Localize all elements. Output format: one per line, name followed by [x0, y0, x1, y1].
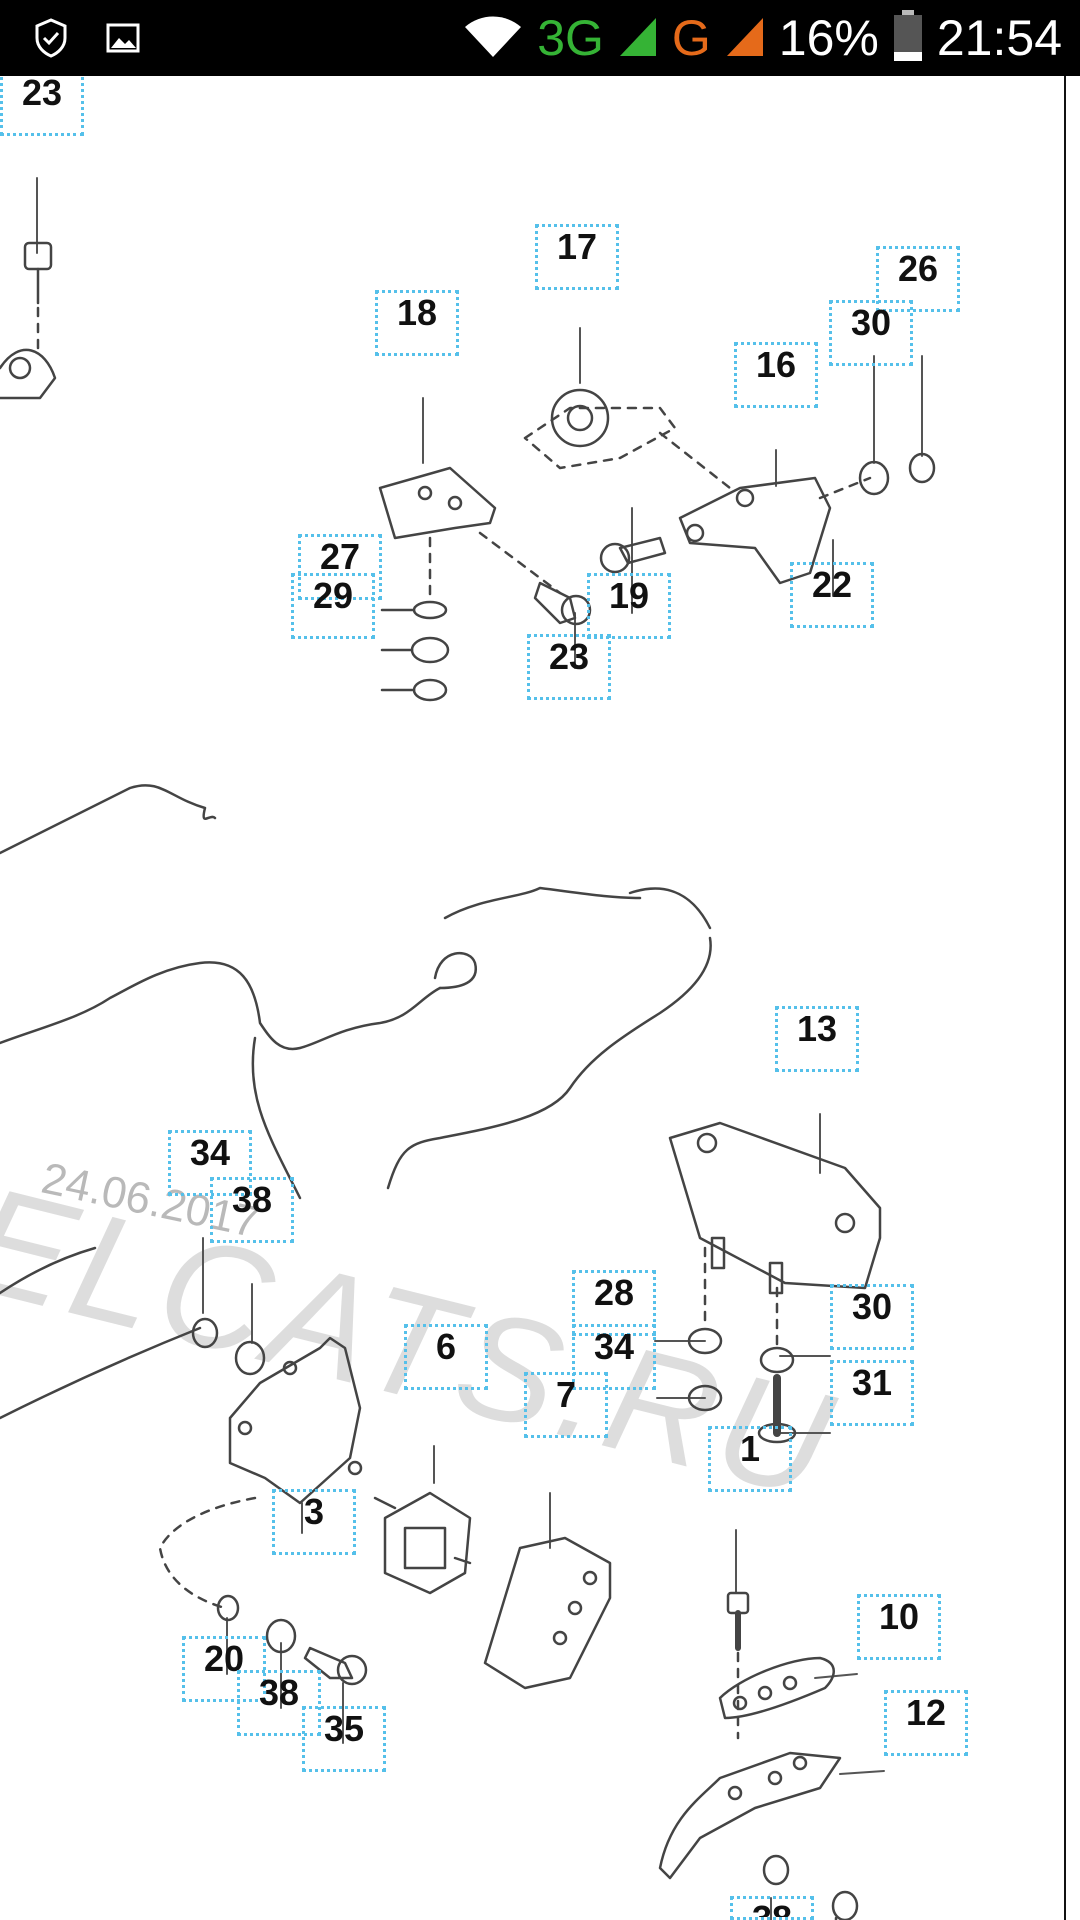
shield-check-icon — [34, 18, 68, 62]
part-label-7: 7 — [524, 1372, 608, 1438]
part-label-29: 29 — [291, 573, 375, 639]
part-label-10: 10 — [857, 1594, 941, 1660]
part-label-13: 13 — [775, 1006, 859, 1072]
part-label-18: 18 — [375, 290, 459, 356]
part-label-38: 38 — [730, 1896, 814, 1920]
diagram-drawing — [0, 177, 936, 1920]
part-label-23: 23 — [0, 76, 84, 136]
part-label-26: 26 — [876, 246, 960, 312]
part-label-31: 31 — [830, 1360, 914, 1426]
part-label-35: 35 — [302, 1706, 386, 1772]
status-bar: 3G G 16% 21:54 — [0, 0, 1080, 76]
signal-icon — [725, 14, 765, 62]
part-label-30: 30 — [829, 300, 913, 366]
part-label-38: 38 — [210, 1177, 294, 1243]
network-3g-label: 3G — [537, 10, 604, 66]
network-g-label: G — [671, 10, 711, 66]
part-label-27: 27 — [298, 534, 382, 600]
part-label-28: 28 — [572, 1270, 656, 1336]
part-label-34: 34 — [572, 1324, 656, 1390]
part-label-38: 38 — [237, 1670, 321, 1736]
part-label-30: 30 — [830, 1284, 914, 1350]
battery-percent: 16% — [778, 10, 879, 66]
parts-diagram: 24.06.2017 ELCATS.RU — [0, 76, 1064, 1920]
part-label-16: 16 — [734, 342, 818, 408]
part-label-12: 12 — [884, 1690, 968, 1756]
part-label-19: 19 — [587, 573, 671, 639]
signal-icon — [618, 14, 658, 62]
part-label-23: 23 — [527, 634, 611, 700]
battery-icon — [893, 10, 923, 66]
part-label-6: 6 — [404, 1324, 488, 1390]
clock: 21:54 — [936, 10, 1062, 66]
wifi-icon — [463, 13, 523, 63]
part-label-3: 3 — [272, 1489, 356, 1555]
image-icon — [106, 23, 140, 57]
page-edge — [1064, 76, 1080, 1920]
part-label-22: 22 — [790, 562, 874, 628]
part-label-17: 17 — [535, 224, 619, 290]
part-label-1: 1 — [708, 1426, 792, 1492]
